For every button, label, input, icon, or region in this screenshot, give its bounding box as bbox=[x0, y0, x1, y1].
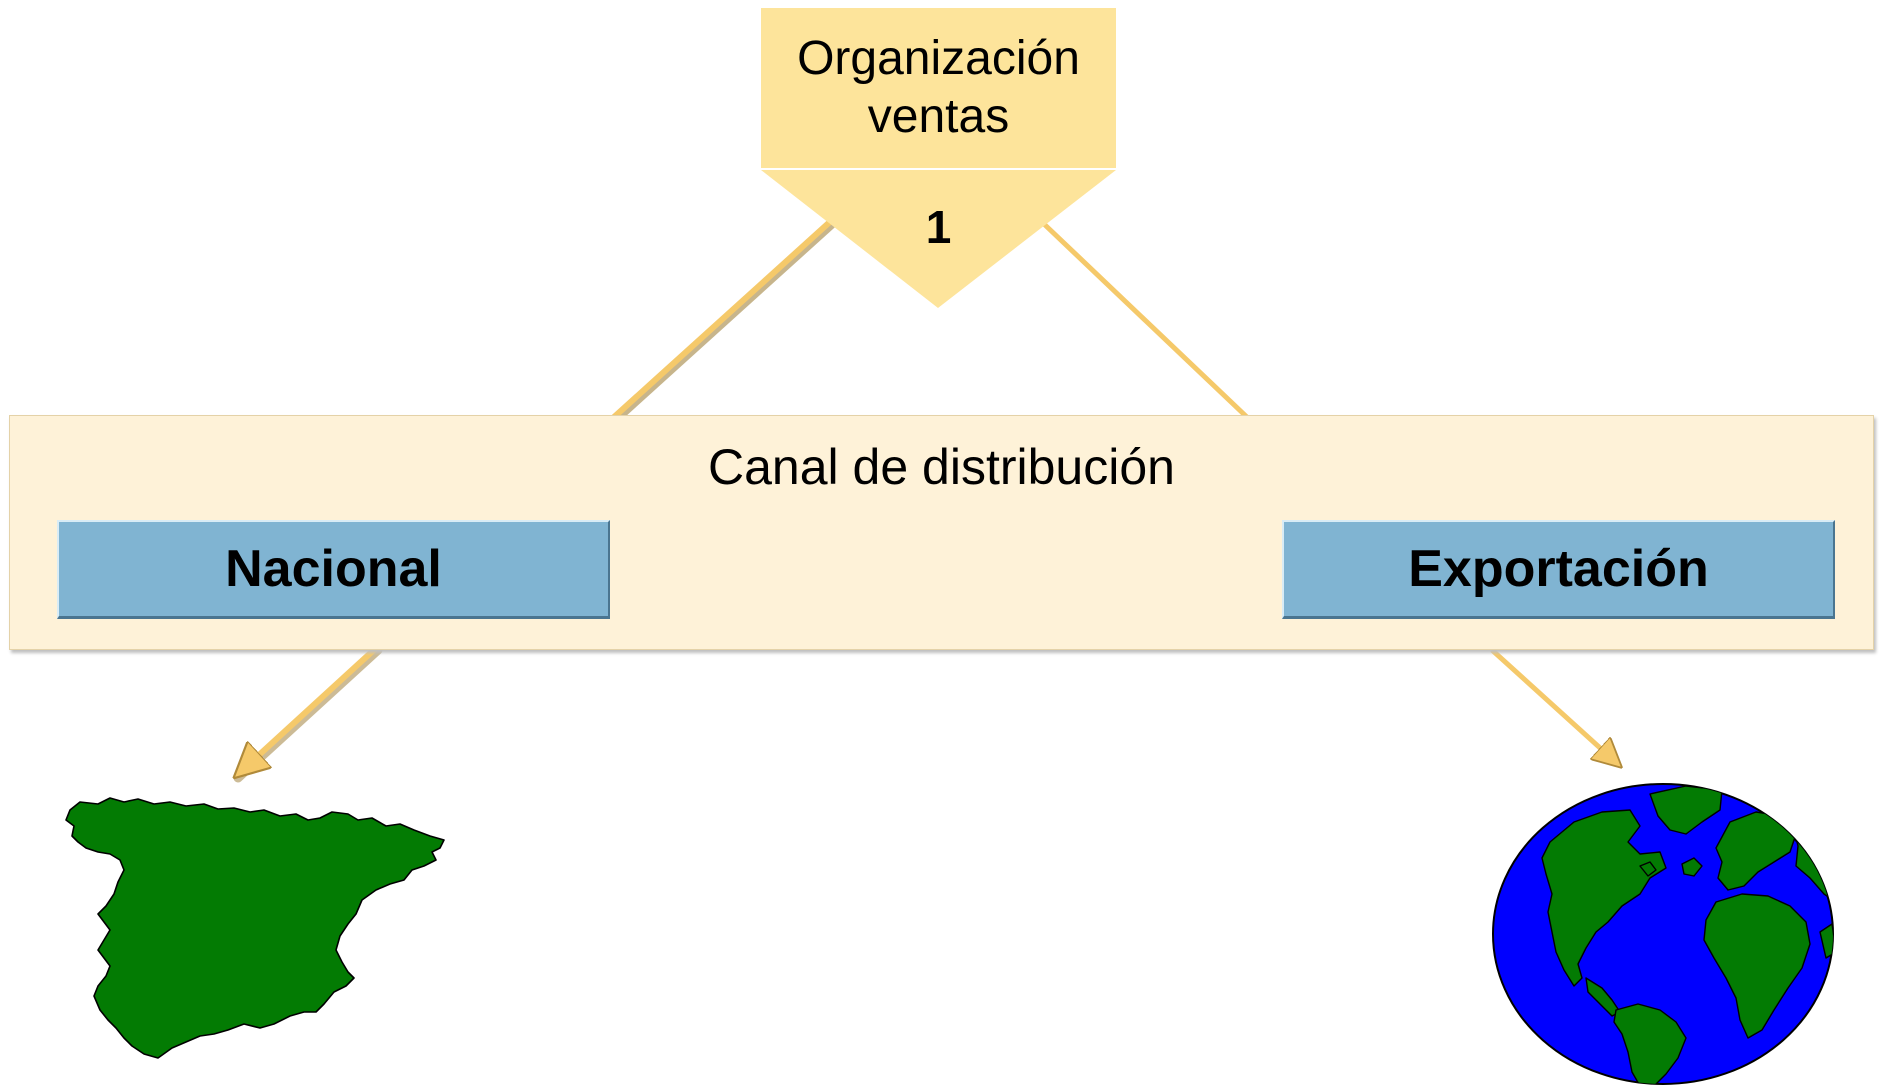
sales-organization-triangle bbox=[761, 170, 1116, 308]
distribution-channel-title: Canal de distribución bbox=[708, 439, 1175, 495]
exportacion-to-globe-arrow bbox=[1490, 648, 1620, 766]
channel-box-exportacion: Exportación bbox=[1282, 520, 1835, 619]
sales-organization-box: Organización ventas bbox=[761, 8, 1116, 168]
spain-map-icon bbox=[65, 797, 445, 1059]
channel-box-nacional: Nacional bbox=[57, 520, 610, 619]
sales-organization-node: Organización ventas 1 bbox=[761, 8, 1116, 308]
org-to-channel-left-line bbox=[610, 217, 839, 425]
nacional-to-spain-arrow bbox=[236, 645, 383, 783]
sales-organization-label-line1: Organización bbox=[797, 32, 1080, 85]
org-to-channel-right-line bbox=[1041, 221, 1253, 423]
globe-icon bbox=[1492, 783, 1834, 1085]
distribution-channel-panel: Canal de distribución Nacional Exportaci… bbox=[9, 415, 1874, 650]
sales-organization-number: 1 bbox=[925, 201, 952, 253]
sales-organization-label-line2: ventas bbox=[867, 90, 1010, 143]
